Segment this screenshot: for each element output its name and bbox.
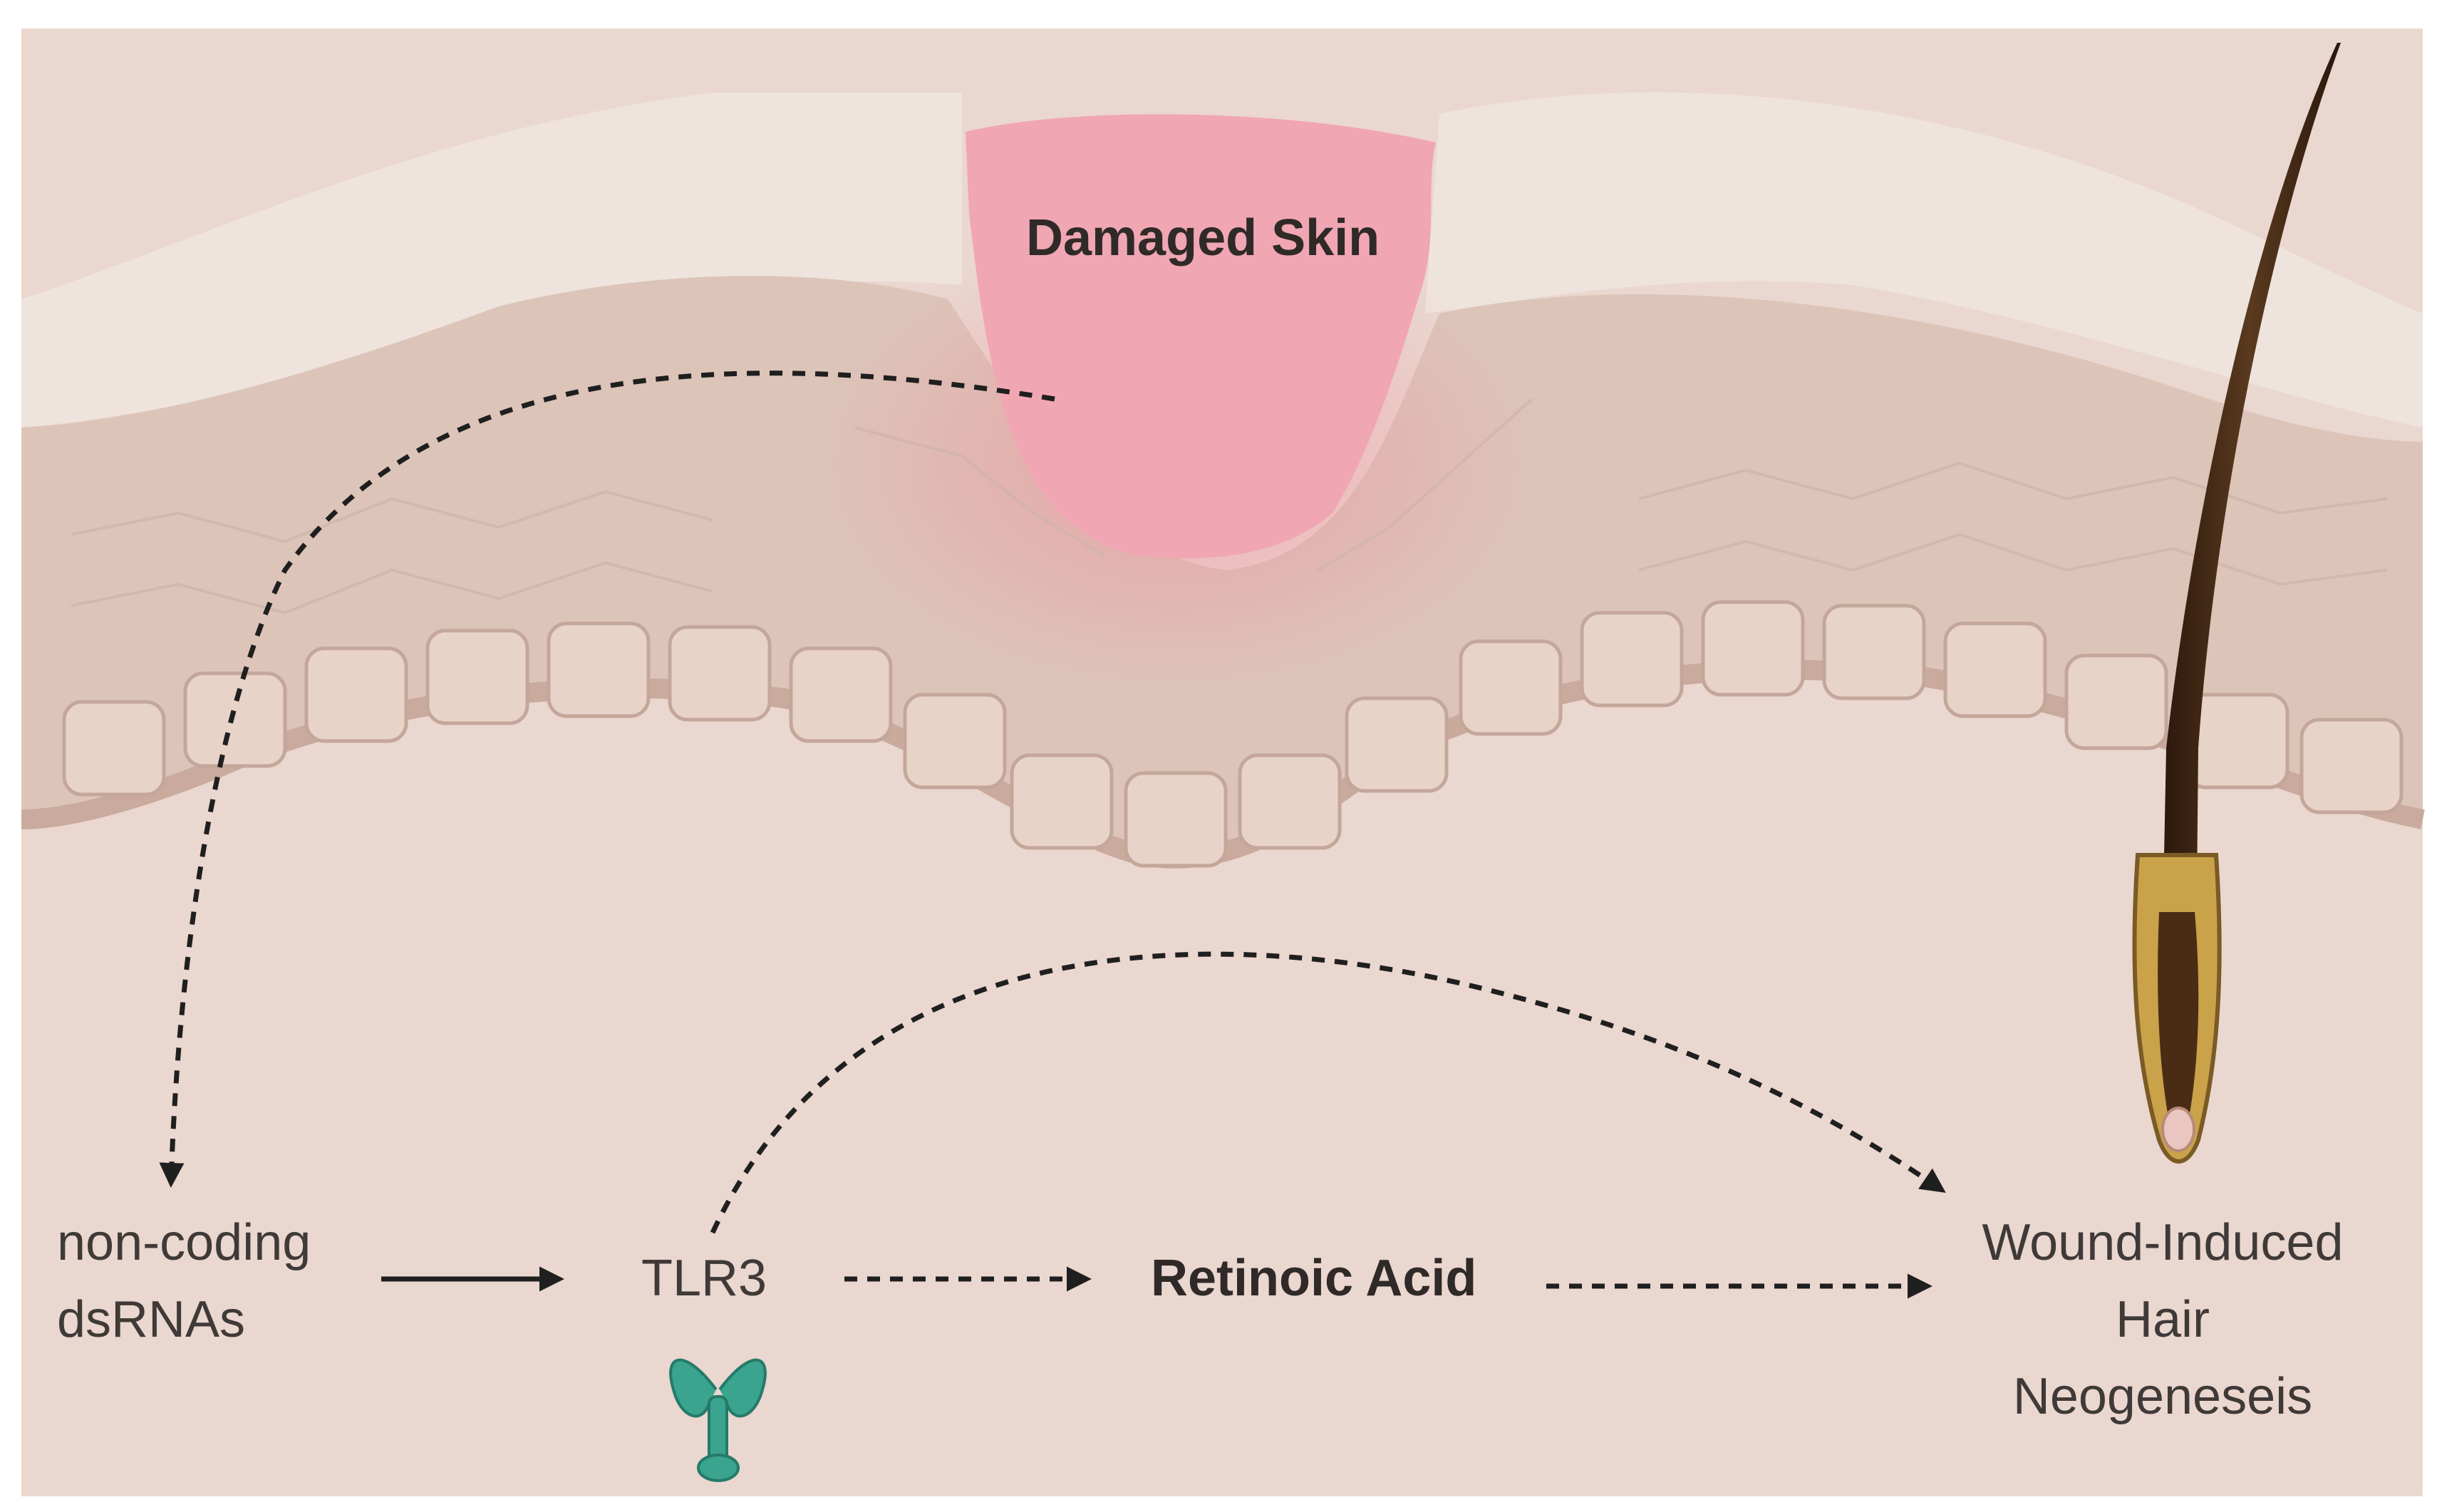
stratum-corneum-right <box>1425 92 2423 428</box>
epidermis-layer <box>21 276 2423 859</box>
dsrna-label-line1: non-coding <box>57 1214 311 1271</box>
tlr3-label: TLR3 <box>641 1250 767 1307</box>
wihn-label-line2: Hair <box>2115 1291 2210 1348</box>
wihn-label-line1: Wound-Induced <box>1982 1214 2344 1271</box>
wihn-label-line3: Neogeneseis <box>2012 1368 2313 1425</box>
stratum-corneum <box>21 93 962 428</box>
wound-area <box>966 114 1436 559</box>
hair-follicle <box>2132 43 2341 1164</box>
dsrna-label-line2: dsRNAs <box>57 1291 246 1348</box>
wihn-label: Wound-Induced Hair Neogeneseis <box>1963 1204 2362 1435</box>
damaged-skin-label: Damaged Skin <box>1026 209 1380 266</box>
dsrna-label: non-coding dsRNAs <box>57 1204 311 1358</box>
epidermal-cells <box>71 398 2388 615</box>
arrow-wound-to-dsrna <box>159 371 1055 1188</box>
retinoic-acid-label: Retinoic Acid <box>1151 1250 1477 1307</box>
arrow-tlr3-to-wihn <box>710 951 1946 1234</box>
tlr3-receptor-icon <box>669 1358 767 1482</box>
basal-cells <box>62 600 2404 868</box>
